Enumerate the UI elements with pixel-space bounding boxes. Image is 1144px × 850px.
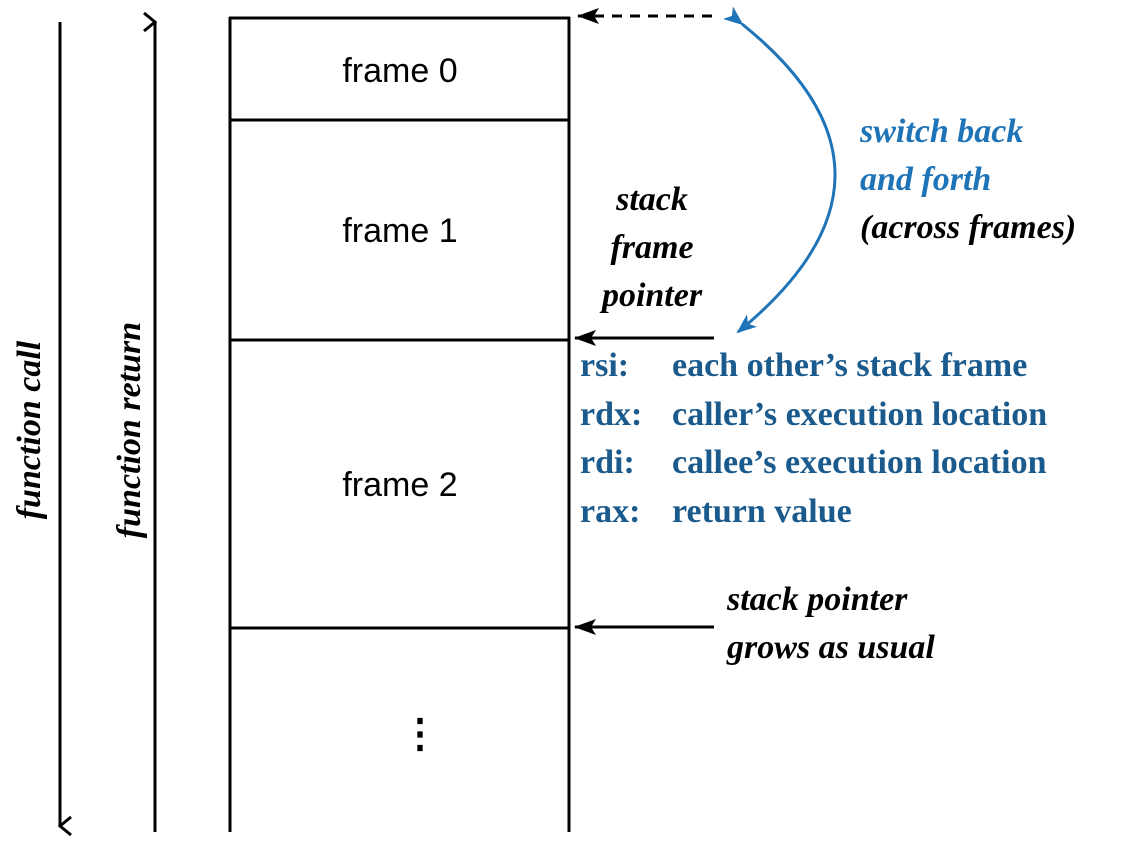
function-call-label: function call bbox=[11, 340, 48, 520]
switch-line-1: switch back bbox=[860, 113, 1024, 150]
register-name: rax: bbox=[580, 492, 641, 530]
register-row-rax: rax: return value bbox=[580, 488, 1047, 537]
register-name: rdi: bbox=[580, 444, 635, 481]
stack-outline bbox=[228, 16, 571, 832]
stack-pointer-label: stack pointer grows as usual bbox=[727, 576, 935, 672]
switch-curved-arrow bbox=[722, 6, 837, 334]
frame-1-label: frame 1 bbox=[342, 212, 458, 250]
sp-line-2: grows as usual bbox=[727, 629, 935, 666]
register-desc: return value bbox=[672, 492, 852, 530]
register-desc: caller’s execution location bbox=[672, 395, 1048, 433]
register-desc: each other’s stack frame bbox=[672, 347, 1028, 384]
register-row-rsi: rsi: each other’s stack frame bbox=[580, 342, 1047, 391]
sfp-line-3: pointer bbox=[601, 277, 703, 314]
register-desc: callee’s execution location bbox=[672, 444, 1047, 481]
stack-frame-pointer-label: stack frame pointer bbox=[592, 176, 712, 320]
register-row-rdi: rdi: callee’s execution location bbox=[580, 439, 1047, 488]
more-frames-ellipsis: ⋮ bbox=[400, 712, 440, 756]
register-name: rsi: bbox=[580, 347, 630, 384]
sp-line-1: stack pointer bbox=[727, 581, 908, 618]
sfp-line-1: stack bbox=[616, 181, 688, 218]
register-row-rdx: rdx: caller’s execution location bbox=[580, 391, 1047, 440]
frame-2-label: frame 2 bbox=[342, 466, 458, 504]
sfp-line-2: frame bbox=[610, 229, 694, 266]
frame-0-label: frame 0 bbox=[342, 52, 458, 90]
across-frames-label: (across frames) bbox=[860, 209, 1077, 246]
register-list: rsi: each other’s stack frame rdx: calle… bbox=[580, 342, 1047, 536]
switch-line-2: and forth bbox=[860, 161, 992, 198]
register-name: rdx: bbox=[580, 395, 643, 433]
switch-back-label: switch back and forth bbox=[860, 108, 1023, 204]
function-return-label: function return bbox=[111, 321, 148, 539]
